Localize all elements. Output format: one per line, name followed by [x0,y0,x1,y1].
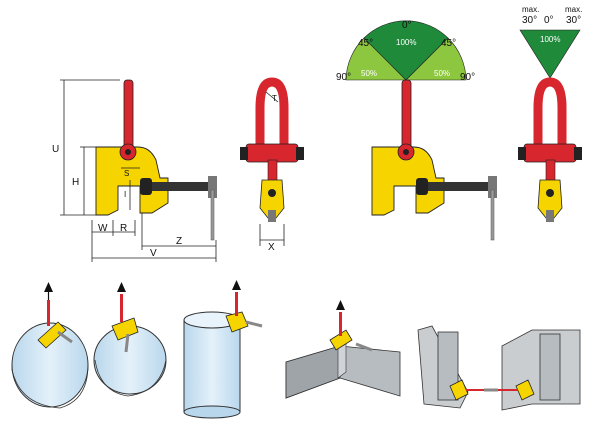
dim-label-Z: Z [176,236,182,247]
usage-horizontal-pipe [11,282,89,409]
usage-vertical-pipe [183,280,263,419]
angle-chart-30: max. max. 30° 0° 30° 100% [519,5,582,79]
dim-label-S: S [124,169,129,178]
angle-label-right-45: 45° [441,38,456,49]
angle-chart-90: 0° 45° 45° 90° 90° 100% 50% 50% [336,20,475,83]
clamp-side-view-dimensioned: U H S I W R Z V [52,79,217,262]
dim-label-R: R [120,223,127,234]
dim-label-W: W [98,223,108,234]
dim-label-T: T [272,94,277,103]
max-label-left: max. [522,5,539,14]
dim-label-H: H [72,177,79,188]
usage-plate-assembly [285,300,401,399]
dim-label-U: U [52,144,59,155]
angle-label-left-30: 30° [522,15,537,26]
load-capacity-left: 50% [361,69,377,78]
angle-label-right-90: 90° [460,72,475,83]
dim-label-X: X [268,242,275,253]
clamp-side-view-angle-90: 0° 45° 45° 90° 90° 100% 50% 50% [336,20,497,241]
dim-label-V: V [150,248,157,259]
angle-label-right-30: 30° [566,15,581,26]
angle-label-left-90: 90° [336,72,351,83]
max-label-right: max. [565,5,582,14]
dim-label-I: I [124,190,126,199]
load-capacity-full: 100% [540,35,560,44]
load-capacity-center: 100% [396,38,416,47]
clamp-front-view-angle-30: max. max. 30° 0° 30° 100% [518,5,582,222]
usage-i-beam-joining [417,325,581,411]
angle-label-0: 0° [402,20,412,31]
load-capacity-right: 50% [434,69,450,78]
angle-label-left-45: 45° [358,38,373,49]
usage-tilted-pipe [93,282,167,397]
clamp-front-view-dimensioned: T X [240,77,304,253]
angle-label-zero: 0° [544,15,554,26]
